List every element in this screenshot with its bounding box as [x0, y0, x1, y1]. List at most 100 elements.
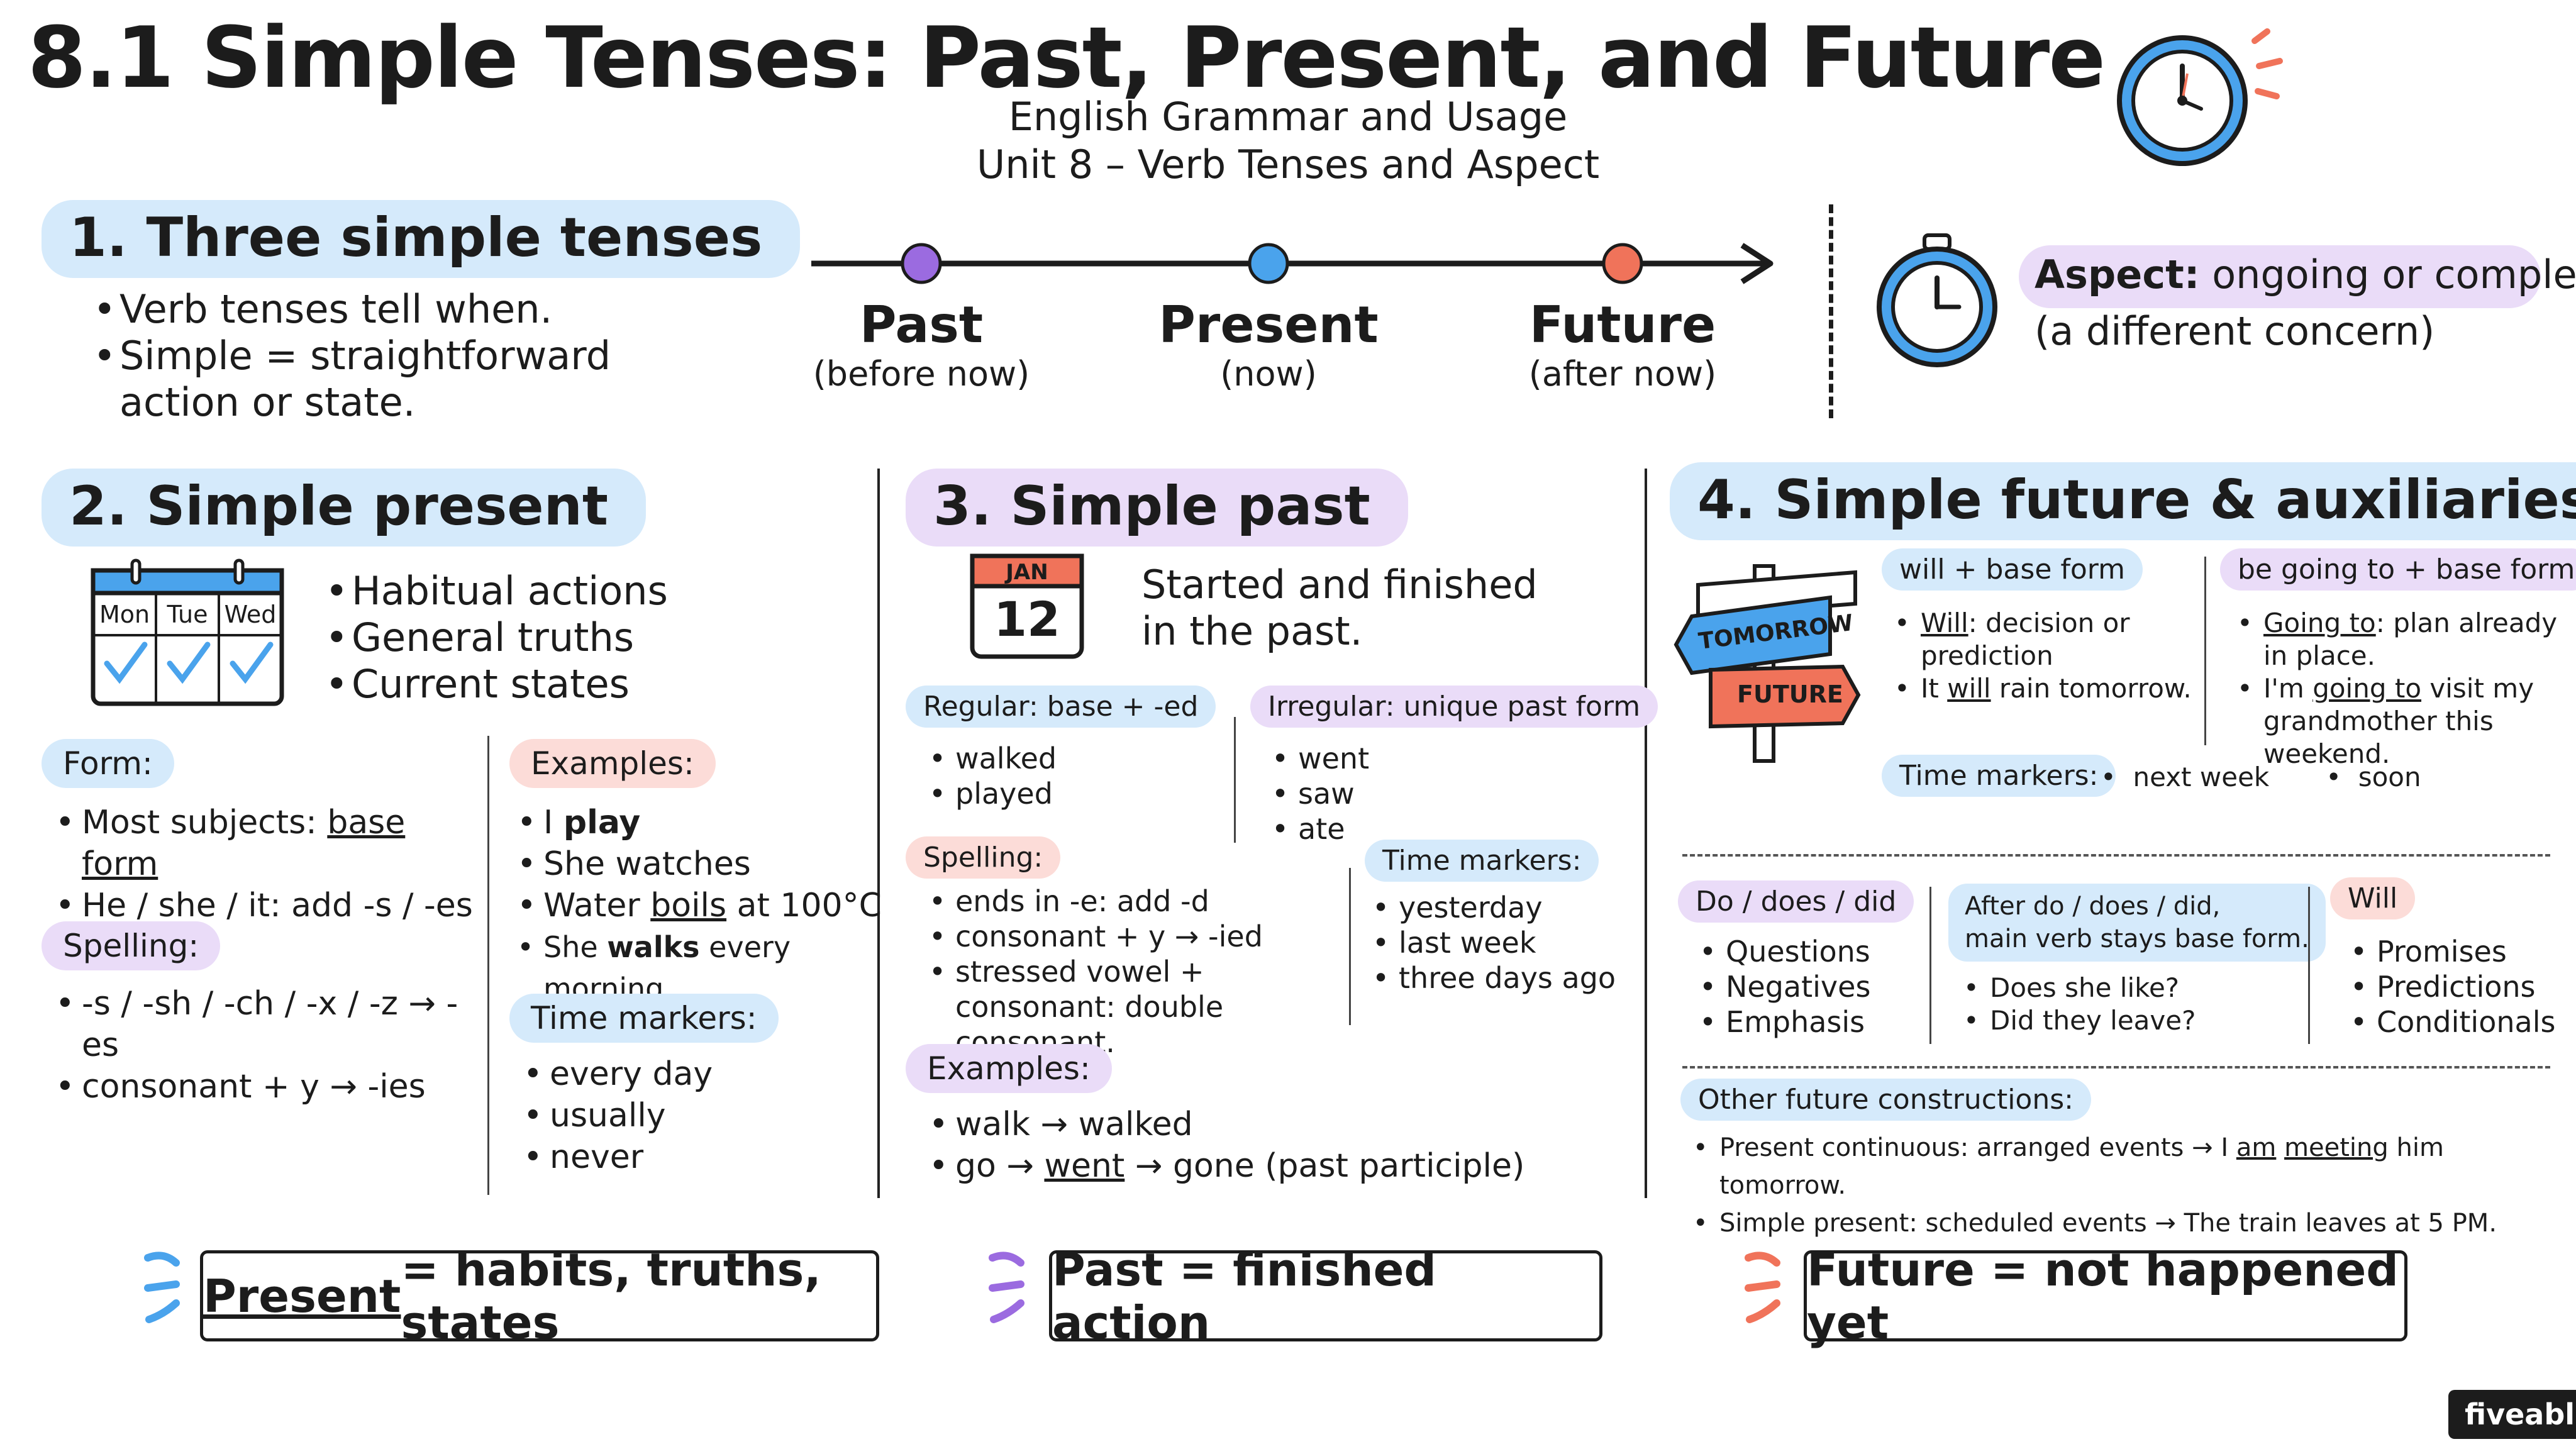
past-time-list: yesterday last week three days ago: [1365, 890, 1641, 996]
will-base-label: will + base form: [1882, 548, 2143, 591]
past-irregular-item: went: [1264, 741, 1547, 776]
future-time-marker: • next week: [2101, 762, 2270, 792]
clock-icon: [2117, 28, 2283, 166]
section-3-heading: 3. Simple past: [906, 469, 1408, 547]
past-irregular-label: Irregular: unique past form: [1250, 686, 1658, 728]
will-list: Will: decision or prediction It will rai…: [1887, 607, 2201, 705]
calendar-day: Tue: [167, 601, 208, 628]
past-examples-list: walk → walked go → went → gone (past par…: [921, 1104, 1626, 1187]
sign-future: FUTURE: [1737, 680, 1843, 708]
past-regular-list: walked played: [921, 741, 1204, 811]
timeline-present-label: Present (now): [1158, 296, 1379, 394]
past-spelling-item: ends in -e: add -d: [921, 884, 1349, 919]
past-column-divider: [1234, 717, 1236, 843]
past-irregular-list: went saw ate: [1264, 741, 1547, 847]
past-irregular-item: ate: [1264, 811, 1547, 847]
past-time-marker: last week: [1365, 925, 1641, 960]
timeline-future-label: Future (after now): [1528, 296, 1717, 394]
present-spelling-list: -s / -sh / -ch / -x / -z → -es consonant…: [48, 983, 488, 1108]
past-example: walk → walked: [921, 1104, 1626, 1145]
past-description: Started and finished in the past.: [1141, 562, 1538, 654]
present-form-item: Most subjects: base form: [48, 802, 488, 885]
section-1-bullets: Verb tenses tell when. Simple = straight…: [86, 286, 664, 426]
present-spelling-item: -s / -sh / -ch / -x / -z → -es: [48, 983, 488, 1066]
subtitle-line-1: English Grammar and Usage: [1008, 94, 1568, 140]
other-future-item: Simple present: scheduled events → The t…: [1685, 1204, 2566, 1242]
timeline-present-dot: [1248, 243, 1289, 284]
future-time-markers: • next week • soon: [2101, 761, 2421, 794]
aspect-pill-bg: [2019, 245, 2541, 308]
signpost-icon: [1674, 564, 1861, 763]
timeline-divider: [1829, 204, 1833, 418]
present-use: Current states: [318, 661, 695, 708]
present-example: She walks every morning.: [509, 926, 887, 1009]
going-to-list: Going to: plan already in place. I'm goi…: [2229, 607, 2569, 770]
future-column-divider: [2204, 557, 2206, 745]
section-4-heading: 4. Simple future & auxiliaries: [1670, 462, 2576, 540]
future-column-divider: [1929, 887, 1931, 1044]
dashed-divider: [1682, 854, 2550, 857]
timeline-axis: [811, 243, 1774, 284]
present-example: Water boils at 100°C: [509, 885, 887, 926]
present-time-marker: usually: [516, 1095, 830, 1136]
other-future-item: Present continuous: arranged events → I …: [1685, 1129, 2566, 1204]
past-spelling-list: ends in -e: add -d consonant + y → -ied …: [921, 884, 1349, 1060]
section-divider: [1645, 469, 1647, 1198]
after-do-item: Does she like?: [1956, 972, 2239, 1004]
past-regular-label: Regular: base + -ed: [906, 686, 1216, 728]
going-to-label: be going to + base form: [2220, 548, 2576, 591]
will-use: Conditionals: [2343, 1004, 2569, 1040]
will-uses-list: Promises Predictions Conditionals: [2343, 934, 2569, 1040]
past-regular-item: walked: [921, 741, 1204, 776]
future-summary-box: Future = not happened yet: [1804, 1243, 2407, 1349]
present-time-marker: never: [516, 1136, 830, 1178]
other-future-label: Other future constructions:: [1680, 1079, 2091, 1121]
past-example: go → went → gone (past participle): [921, 1145, 1626, 1187]
do-does-item: Negatives: [1692, 969, 1912, 1004]
past-time-marker: yesterday: [1365, 890, 1641, 925]
page-title: 8.1 Simple Tenses: Past, Present, and Fu…: [27, 9, 2106, 107]
future-column-divider: [2308, 887, 2310, 1044]
present-column-divider: [487, 736, 489, 1195]
present-example: I play: [509, 802, 887, 843]
do-does-label: Do / does / did: [1678, 880, 1914, 923]
past-examples-label: Examples:: [906, 1044, 1112, 1093]
future-time-marker: • soon: [2326, 762, 2421, 792]
present-accent-icon: [144, 1252, 180, 1323]
present-examples-list: I play She watches Water boils at 100°C …: [509, 802, 887, 1009]
present-form-list: Most subjects: base form He / she / it: …: [48, 802, 488, 926]
present-form-item: He / she / it: add -s / -es: [48, 885, 488, 926]
dashed-divider: [1682, 1066, 2550, 1069]
timeline-past-label: Past (before now): [813, 296, 1030, 394]
past-spelling-label: Spelling:: [906, 836, 1061, 879]
section-2-heading: 2. Simple present: [42, 469, 646, 547]
will-item: Will: decision or prediction: [1887, 607, 2201, 672]
timeline-future-dot: [1602, 243, 1643, 284]
section-1-bullet: Verb tenses tell when.: [86, 286, 664, 333]
page-subtitle: English Grammar and Usage Unit 8 – Verb …: [0, 93, 2576, 189]
future-accent-icon: [1745, 1252, 1780, 1323]
going-to-item: Going to: plan already in place.: [2229, 607, 2569, 672]
present-spelling-label: Spelling:: [42, 921, 221, 970]
past-column-divider: [1349, 868, 1351, 1025]
will-uses-label: Will: [2330, 877, 2416, 919]
present-use: General truths: [318, 614, 695, 661]
subtitle-line-2: Unit 8 – Verb Tenses and Aspect: [976, 142, 1600, 187]
section-1-bullet: Simple = straightforward action or state…: [86, 333, 664, 426]
aspect-label: Aspect: ongoing or completed: [2035, 252, 2576, 297]
other-future-list: Present continuous: arranged events → I …: [1685, 1129, 2566, 1242]
calendar-day: Wed: [224, 601, 277, 628]
will-item: It will rain tomorrow.: [1887, 672, 2201, 705]
past-time-label: Time markers:: [1365, 840, 1599, 882]
stopwatch-icon: [1877, 233, 1997, 367]
do-does-list: Questions Negatives Emphasis: [1692, 934, 1912, 1040]
present-summary-box: Present = habits, truths, states: [200, 1243, 879, 1349]
present-example: She watches: [509, 843, 887, 885]
past-summary-box: Past = finished action: [1049, 1243, 1602, 1349]
past-accent-icon: [989, 1252, 1024, 1323]
calendar-date: 12: [994, 591, 1060, 647]
present-form-label: Form:: [42, 739, 174, 788]
brand-logo: fiveable: [2448, 1390, 2576, 1439]
past-regular-item: played: [921, 776, 1204, 811]
present-use: Habitual actions: [318, 568, 695, 614]
